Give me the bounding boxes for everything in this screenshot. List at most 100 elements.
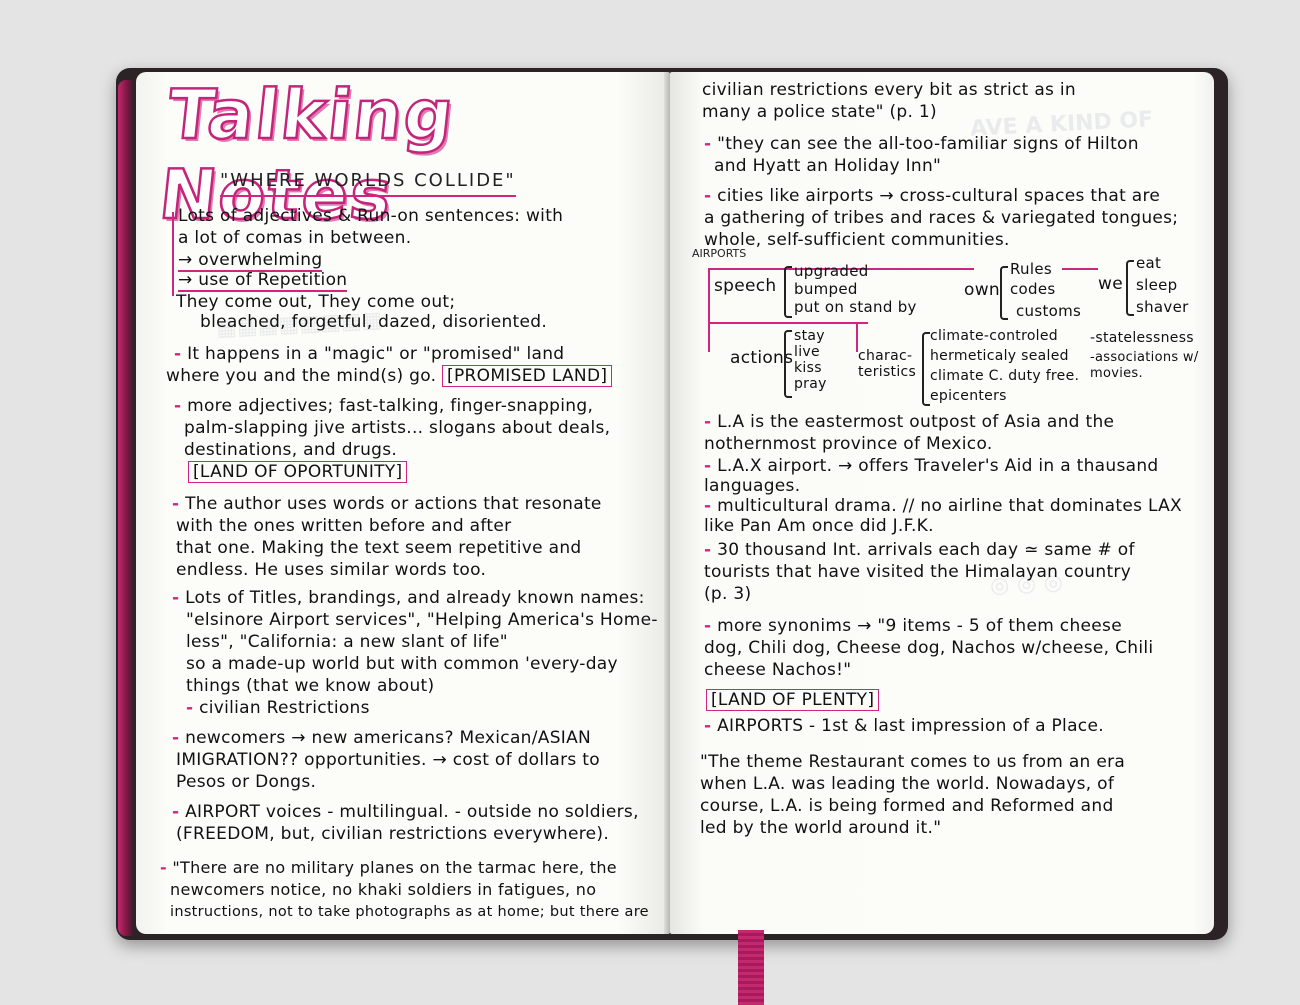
diagram-leaf: upgraded (794, 262, 869, 280)
note-line: that one. Making the text seem repetitiv… (176, 538, 582, 558)
quote-line: when L.A. was leading the world. Nowaday… (700, 774, 1115, 794)
note-line: It happens in a "magic" or "promised" la… (187, 344, 565, 364)
diagram-leaf: put on stand by (794, 298, 917, 316)
bullet-marker: - (174, 396, 182, 416)
theme-tag: [PROMISED LAND] (442, 365, 613, 387)
bullet-marker: - (172, 494, 180, 514)
note-line: "they can see the all-too-familiar signs… (717, 134, 1139, 154)
right-page: AVE A KIND OF ◎ ◎ ◎ civilian restriction… (670, 72, 1214, 934)
diagram-leaf: shaver (1136, 298, 1189, 316)
note-line: (FREEDOM, but, civilian restrictions eve… (176, 824, 610, 844)
note-line: things (that we know about) (186, 676, 435, 696)
note-line: dog, Chili dog, Cheese dog, Nachos w/che… (704, 638, 1154, 658)
note-line: with the ones written before and after (176, 516, 512, 536)
bullet-marker: - (704, 412, 712, 432)
note-line: newcomers → new americans? Mexican/ASIAN (185, 728, 592, 748)
quote-line: course, L.A. is being formed and Reforme… (700, 796, 1114, 816)
diagram-connector (708, 268, 974, 270)
diagram-leaf: climate-controled (930, 328, 1058, 344)
diagram-connector (708, 322, 868, 324)
note-line: where you and the mind(s) go. (166, 366, 437, 386)
diagram-root-line (708, 268, 710, 352)
bullet-marker: - (186, 698, 194, 718)
note-line: like Pan Am once did J.F.K. (704, 516, 934, 536)
bullet-marker: - (172, 802, 180, 822)
bullet-marker: - (704, 540, 712, 560)
diagram-node-speech: speech (714, 276, 777, 296)
diagram-leaf: kiss (794, 360, 822, 376)
ribbon-bookmark (738, 930, 764, 1005)
note-line: bleached, forgetful, dazed, disoriented. (200, 312, 548, 332)
note-line: a gathering of tribes and races & varieg… (704, 208, 1179, 228)
note-line: AIRPORT voices - multilingual. - outside… (185, 802, 639, 822)
note-line: civilian restrictions every bit as stric… (702, 80, 1076, 100)
diagram-leaf: pray (794, 376, 827, 392)
diagram-brace (784, 266, 792, 318)
diagram-brace (1126, 260, 1134, 316)
theme-tag: [LAND OF PLENTY] (706, 689, 880, 711)
note-line: AIRPORTS - 1st & last impression of a Pl… (717, 716, 1104, 736)
note-line: cities like airports → cross-cultural sp… (717, 186, 1161, 206)
bullet-marker: - (704, 186, 712, 206)
note-line: and Hyatt an Holiday Inn" (714, 156, 942, 176)
diagram-brace (784, 330, 792, 398)
note-line: so a made-up world but with common 'ever… (186, 654, 618, 674)
diagram-node-own: own (964, 280, 1000, 300)
note-bracket (172, 212, 174, 296)
note-line: L.A is the eastermost outpost of Asia an… (717, 412, 1115, 432)
bullet-marker: - (160, 858, 167, 877)
note-line: tourists that have visited the Himalayan… (704, 562, 1132, 582)
diagram-node-characteristics: charac-teristics (858, 348, 917, 380)
note-line: cheese Nachos!" (704, 660, 852, 680)
note-line: (p. 3) (704, 584, 752, 604)
bullet-marker: - (174, 344, 182, 364)
notebook-spine-edge (118, 80, 134, 936)
page-subtitle: "WHERE WORLDS COLLIDE" (220, 170, 516, 197)
note-line: Lots of adjectives & Run-on sentences: w… (178, 206, 564, 226)
note-line: → use of Repetition (178, 270, 348, 292)
diagram-leaf: bumped (794, 280, 858, 298)
bullet-marker: - (172, 728, 180, 748)
diagram-leaf: codes (1010, 280, 1056, 298)
note-line: 30 thousand Int. arrivals each day ≃ sam… (717, 540, 1135, 560)
note-line: nothernmost province of Mexico. (704, 434, 993, 454)
diagram-leaf: epicenters (930, 388, 1007, 404)
diagram-leaf: sleep (1136, 276, 1178, 294)
note-line: multicultural drama. // no airline that … (717, 496, 1182, 516)
note-line: "There are no military planes on the tar… (172, 858, 617, 877)
note-line: a lot of comas in between. (178, 228, 412, 248)
diagram-leaf: customs (1016, 302, 1082, 320)
diagram-leaf: Rules (1010, 260, 1052, 278)
diagram-extra: -statelessness (1090, 330, 1194, 346)
diagram-root-label: AIRPORTS (692, 247, 747, 260)
bullet-marker: - (704, 134, 712, 154)
left-page: ▦▦▦▦▦▦▦▦ Talking Notes "WHERE WORLDS COL… (136, 72, 670, 934)
diagram-leaf: live (794, 344, 820, 360)
note-line: Pesos or Dongs. (176, 772, 317, 792)
diagram-node-we: we (1098, 274, 1123, 294)
bullet-marker: - (704, 616, 712, 636)
diagram-leaf: hermeticaly sealed (930, 348, 1069, 364)
note-line: → overwhelming (178, 250, 323, 272)
bullet-marker: - (704, 456, 712, 476)
diagram-connector (856, 322, 858, 352)
note-line: They come out, They come out; (176, 292, 456, 312)
note-line: "elsinore Airport services", "Helping Am… (186, 610, 658, 630)
bullet-marker: - (172, 588, 180, 608)
note-line: newcomers notice, no khaki soldiers in f… (170, 880, 597, 899)
note-line: IMIGRATION?? opportunities. → cost of do… (176, 750, 600, 770)
bullet-marker: - (704, 716, 712, 736)
note-line: L.A.X airport. → offers Traveler's Aid i… (717, 456, 1159, 476)
note-line: civilian Restrictions (199, 698, 370, 718)
diagram-connector (1062, 268, 1098, 270)
note-line: palm-slapping jive artists... slogans ab… (184, 418, 611, 438)
diagram-leaf: climate C. duty free. (930, 368, 1080, 384)
note-line: destinations, and drugs. (184, 440, 398, 460)
note-line: whole, self-sufficient communities. (704, 230, 1010, 250)
note-line: more synonims → "9 items - 5 of them che… (717, 616, 1122, 636)
note-line: less", "California: a new slant of life" (186, 632, 508, 652)
diagram-leaf: eat (1136, 254, 1162, 272)
diagram-brace (922, 332, 930, 406)
diagram-brace (1000, 266, 1008, 320)
note-line: languages. (704, 476, 801, 496)
